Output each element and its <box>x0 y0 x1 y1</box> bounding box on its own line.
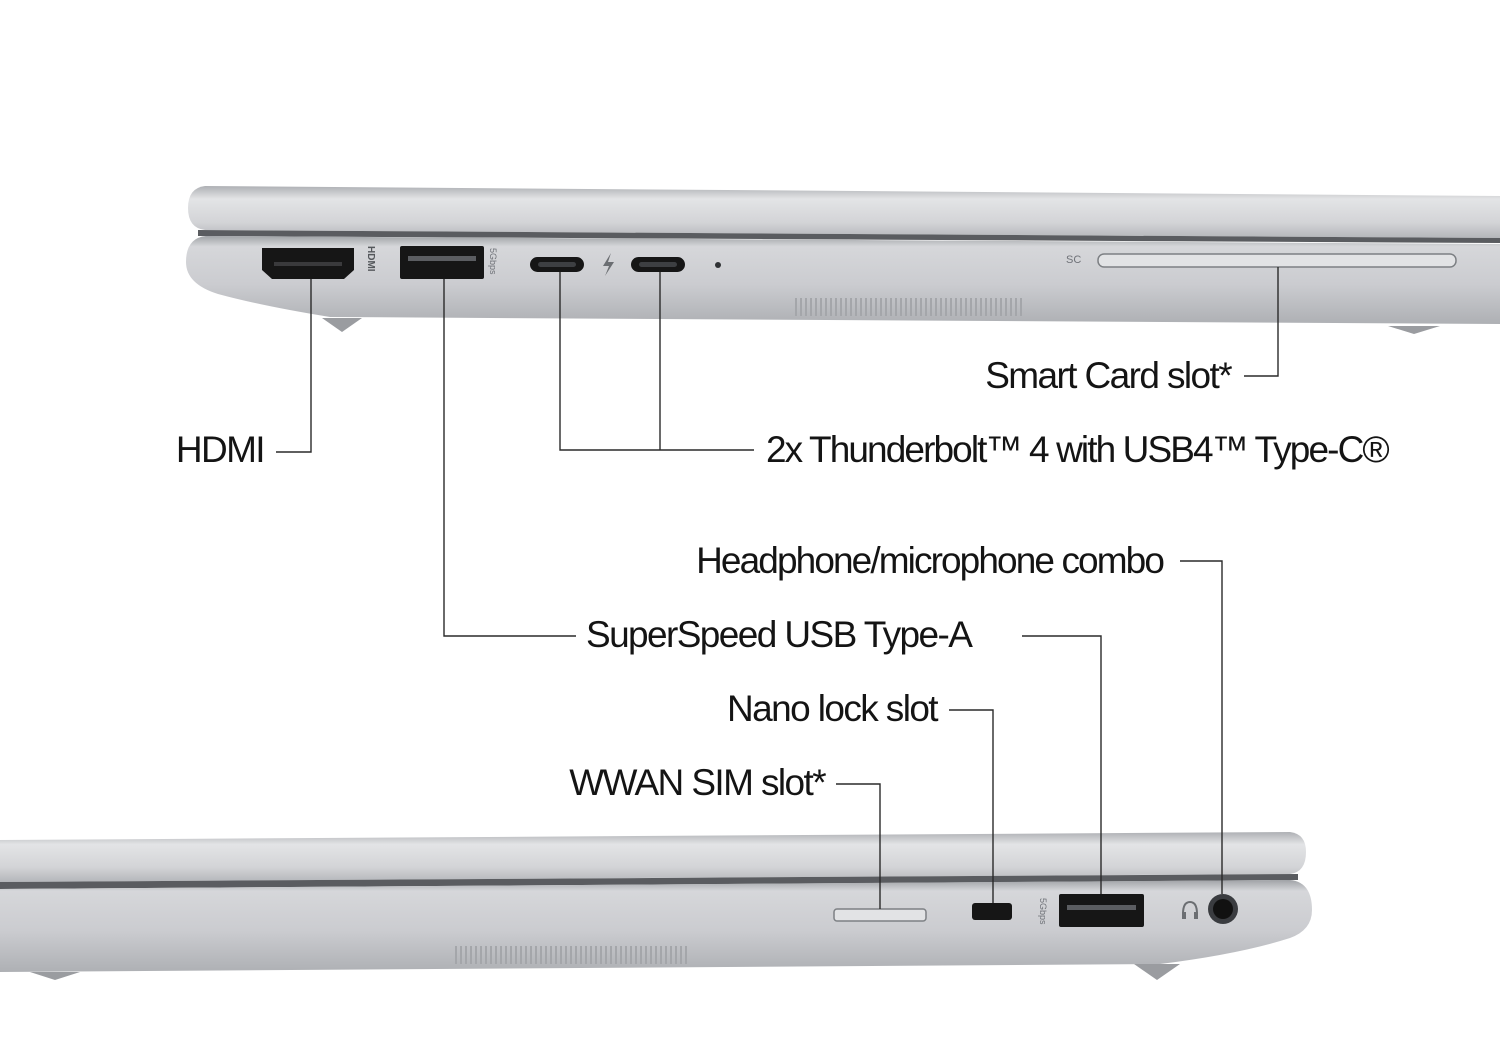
label-headphone: Headphone/microphone combo <box>696 540 1164 581</box>
smart-card-marking: SC <box>1066 254 1081 266</box>
callout-labels: Smart Card slot* HDMI 2x Thunderbolt™ 4 … <box>176 355 1391 803</box>
usb-speed-badge-right: 5Gbps <box>1038 898 1048 925</box>
hdmi-port-icon <box>262 248 354 279</box>
sim-slot-icon <box>833 908 927 922</box>
right-foot-front <box>1134 964 1180 980</box>
leader-lines <box>276 267 1279 909</box>
thunderbolt-bolt-icon <box>603 253 614 276</box>
laptop-left-side: HDMI 5Gbps SC <box>186 186 1500 334</box>
leader-nano-lock <box>949 709 994 903</box>
audio-jack-icon <box>1208 894 1238 924</box>
right-foot-rear <box>30 972 80 980</box>
label-usb-a: SuperSpeed USB Type-A <box>586 614 973 655</box>
leader-thunderbolt-a <box>559 272 754 451</box>
right-vent <box>454 946 690 964</box>
leader-headphone <box>1180 560 1223 894</box>
left-hinge-gap <box>198 230 1500 243</box>
leader-hdmi <box>276 279 312 453</box>
laptop-right-side: 5Gbps <box>0 832 1312 980</box>
leader-usb-a-right <box>1022 635 1102 894</box>
leader-usb-a-left <box>443 279 576 637</box>
left-foot-front <box>322 318 362 332</box>
left-lid <box>188 186 1500 238</box>
label-smart-card: Smart Card slot* <box>985 355 1232 396</box>
status-led-icon <box>715 262 721 268</box>
leader-wwan-sim <box>836 783 881 909</box>
hdmi-logo: HDMI <box>365 246 376 272</box>
usb-a-port-icon <box>1059 894 1144 927</box>
leader-smart-card <box>1244 267 1279 377</box>
headphone-icon <box>1182 900 1198 919</box>
lock-slot-icon <box>972 903 1012 920</box>
label-nano-lock: Nano lock slot <box>727 688 939 729</box>
usb-a-port-icon <box>400 246 484 279</box>
left-vent <box>794 298 1024 316</box>
label-thunderbolt: 2x Thunderbolt™ 4 with USB4™ Type-C® <box>766 429 1389 470</box>
right-hinge-gap <box>0 874 1298 889</box>
label-hdmi: HDMI <box>176 429 264 470</box>
left-foot-rear <box>1388 326 1440 334</box>
label-wwan-sim: WWAN SIM slot* <box>569 762 826 803</box>
right-lid <box>0 832 1306 882</box>
smart-card-slot-icon <box>1097 253 1457 268</box>
usb-speed-badge-left: 5Gbps <box>488 248 498 275</box>
